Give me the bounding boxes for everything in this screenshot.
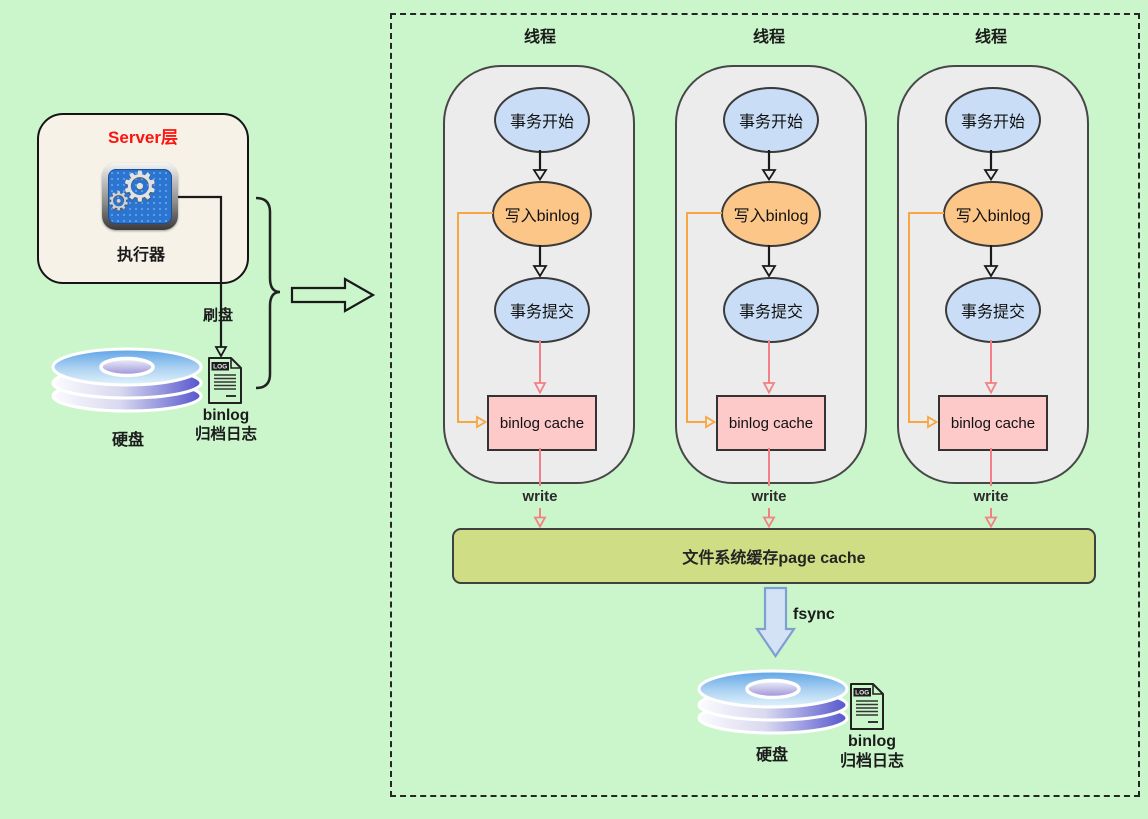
left-binlog-file-icon: LOG [208, 357, 242, 404]
grouping-brace [255, 196, 281, 390]
thread3-step-start: 事务开始 [945, 87, 1041, 153]
thread3-write-label: write [973, 488, 1009, 505]
thread2-write-label: write [751, 488, 787, 505]
fsync-label: fsync [793, 606, 835, 623]
left-binlog-file-label-line1: binlog [202, 407, 250, 424]
gear-icon: ⚙ [121, 169, 159, 210]
thread3-title: 线程 [974, 29, 1007, 46]
thread2-binlog-cache: binlog cache [716, 395, 826, 451]
thread1-write-label: write [522, 488, 558, 505]
bottom-disk-label: 硬盘 [755, 747, 788, 764]
left-binlog-file-label-line2: 归档日志 [194, 426, 257, 444]
thread1-binlog-cache: binlog cache [487, 395, 597, 451]
flush-disk-label: 刷盘 [202, 307, 233, 324]
thread3-step-write-binlog: 写入binlog [943, 181, 1043, 247]
thread1-step-commit: 事务提交 [494, 277, 590, 343]
page-cache-bar: 文件系统缓存page cache [452, 528, 1096, 584]
bottom-binlog-file-label-line2: 归档日志 [839, 753, 904, 770]
log-tag-text: LOG [213, 364, 227, 371]
left-disk-label: 硬盘 [111, 432, 144, 449]
thread1-title: 线程 [523, 29, 556, 46]
left-disk-icon [51, 347, 203, 413]
left-binlog-file-label: binlog 归档日志 [181, 406, 271, 445]
server-layer-title: Server层 [108, 128, 178, 147]
threads-group-frame [390, 13, 1140, 797]
thread2-step-write-binlog: 写入binlog [721, 181, 821, 247]
thread2-step-start: 事务开始 [723, 87, 819, 153]
thread1-step-start: 事务开始 [494, 87, 590, 153]
thread2-title: 线程 [752, 29, 785, 46]
gear-icon-panel: ⚙ ⚙ [108, 169, 172, 224]
bottom-binlog-file-label: binlog 归档日志 [822, 732, 922, 772]
bottom-binlog-file-label-line1: binlog [848, 733, 896, 750]
executor-label: 执行器 [116, 247, 165, 264]
thread3-step-commit: 事务提交 [945, 277, 1041, 343]
thread3-binlog-cache: binlog cache [938, 395, 1048, 451]
expand-block-arrow [290, 277, 376, 313]
thread1-step-write-binlog: 写入binlog [492, 181, 592, 247]
log-tag [211, 362, 229, 371]
thread2-step-commit: 事务提交 [723, 277, 819, 343]
gear-icon: ⚙ [108, 186, 131, 216]
executor-gear-icon: ⚙ ⚙ [102, 163, 178, 230]
